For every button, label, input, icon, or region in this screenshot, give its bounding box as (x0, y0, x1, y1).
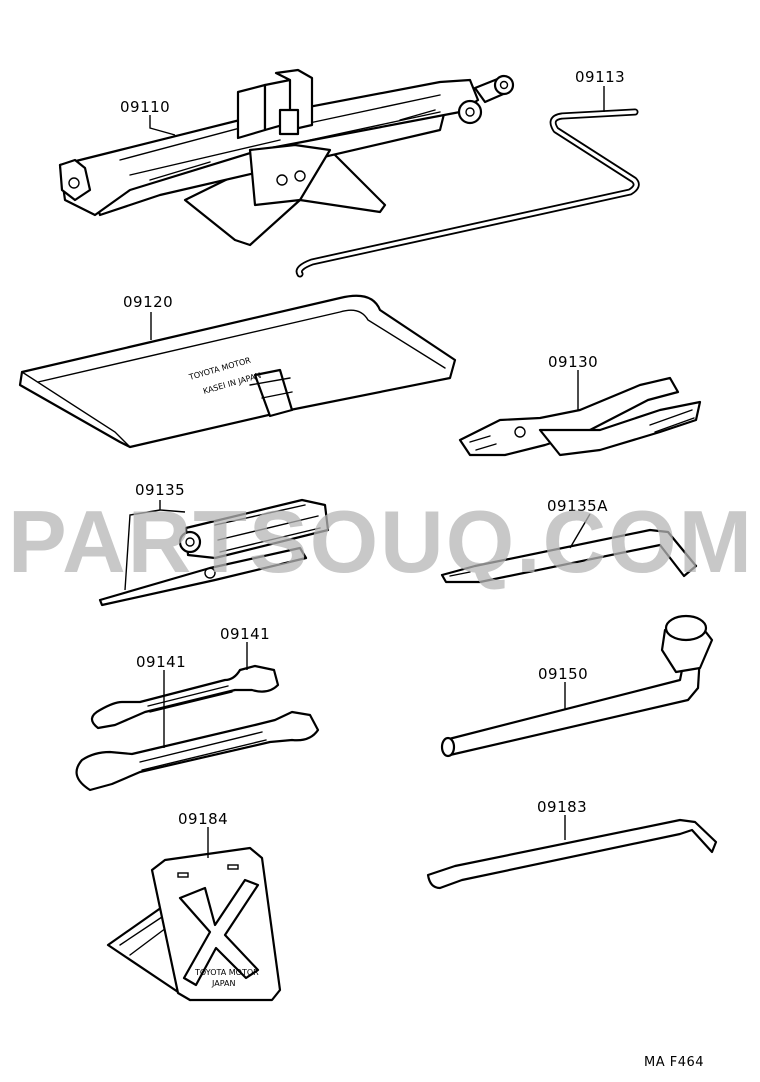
label-pliers: 09130 (548, 353, 598, 371)
label-jack-handle: 09113 (575, 68, 625, 86)
label-wrench-large: 09141 (136, 653, 186, 671)
watermark: PARTSOUQ.COM (8, 492, 754, 591)
label-jack: 09110 (120, 98, 170, 116)
label-screwdriver: 09135 (135, 481, 185, 499)
figure-code: MA F464 (644, 1055, 704, 1070)
lug-wrench-drawing (440, 614, 714, 758)
tool-bag-drawing: TOYOTA MOTOR KASEI IN JAPAN (18, 294, 457, 449)
label-wrench-small: 09141 (220, 625, 270, 643)
label-lug-wrench: 09150 (538, 665, 588, 683)
triangle-imprint-1: TOYOTA MOTOR (194, 968, 259, 977)
wrench-small-drawing (90, 664, 280, 730)
pliers-drawing (458, 376, 702, 457)
jack-drawing (58, 68, 515, 247)
label-hub-cap-remover: 09183 (537, 798, 587, 816)
label-tool-bag: 09120 (123, 293, 173, 311)
label-warning-triangle: 09184 (178, 810, 228, 828)
hub-cap-remover-drawing (426, 818, 718, 890)
warning-triangle-drawing: TOYOTA MOTOR JAPAN (106, 846, 282, 1002)
jack-handle-drawing (295, 108, 640, 278)
wrench-large-drawing (75, 710, 320, 792)
label-screwdriver-bar: 09135A (547, 497, 608, 515)
screwdriver-drawing (98, 498, 330, 607)
screwdriver-bar-drawing (440, 528, 698, 584)
triangle-imprint-2: JAPAN (211, 979, 235, 988)
